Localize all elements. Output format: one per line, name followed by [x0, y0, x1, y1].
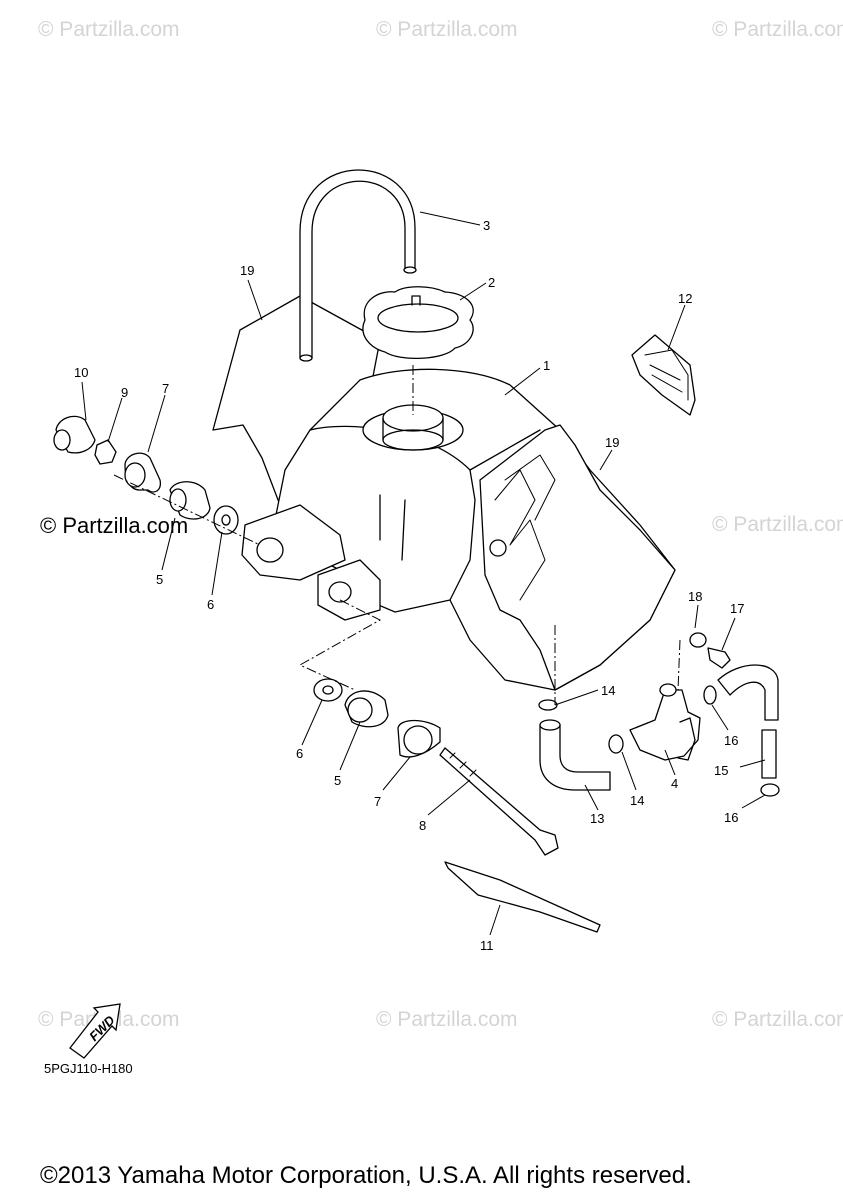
hex-nut — [94, 439, 117, 465]
callout-8: 8 — [419, 818, 426, 833]
callout-1: 1 — [543, 358, 550, 373]
hose — [717, 664, 779, 721]
callout-17: 17 — [730, 601, 744, 616]
copyright-notice: ©2013 Yamaha Motor Corporation, U.S.A. A… — [40, 1162, 692, 1189]
hose-clip-lower — [608, 734, 624, 754]
watermark: © Partzilla.com — [376, 1008, 518, 1031]
callout-6-lower: 6 — [296, 746, 303, 761]
washer-upper — [213, 505, 239, 535]
callout-19-right: 19 — [605, 435, 619, 450]
callout-19-left: 19 — [240, 263, 254, 278]
fwd-arrow-icon: FWD — [69, 1003, 121, 1059]
screw — [707, 647, 731, 669]
watermark: © Partzilla.com — [712, 513, 843, 536]
callout-9: 9 — [121, 385, 128, 400]
callout-16-upper: 16 — [724, 733, 738, 748]
watermark: © Partzilla.com — [712, 18, 843, 41]
callout-11: 11 — [480, 938, 494, 953]
callout-14-lower: 14 — [630, 793, 644, 808]
watermark: © Partzilla.com — [712, 1008, 843, 1031]
washer-small — [689, 632, 707, 648]
fuel-cap — [362, 286, 474, 360]
watermark-emphasized: © Partzilla.com — [40, 513, 189, 538]
callout-7-upper: 7 — [162, 381, 169, 396]
callout-5-lower: 5 — [334, 773, 341, 788]
bolt — [439, 747, 559, 856]
washer-lower — [313, 678, 343, 702]
hose-clamp-upper — [703, 685, 717, 705]
watermark: © Partzilla.com — [38, 18, 180, 41]
tank-decal-right — [479, 424, 676, 691]
hose-lower — [761, 729, 777, 779]
callout-15: 15 — [714, 763, 728, 778]
hose-clamp-lower — [760, 783, 780, 797]
fuel-hose-elbow — [539, 724, 611, 791]
callout-18: 18 — [688, 589, 702, 604]
callout-10: 10 — [74, 365, 88, 380]
hose-clip-upper — [538, 699, 558, 711]
fuel-cock — [629, 689, 701, 761]
tank-shroud-left — [212, 295, 381, 526]
callout-12: 12 — [678, 291, 692, 306]
watermark: © Partzilla.com — [376, 18, 518, 41]
callout-13: 13 — [590, 811, 604, 826]
callout-6-upper: 6 — [207, 597, 214, 612]
callout-4: 4 — [671, 776, 678, 791]
callout-2: 2 — [488, 275, 495, 290]
tank-strap — [444, 861, 601, 933]
callout-14-upper: 14 — [601, 683, 615, 698]
warning-label — [631, 334, 696, 416]
callout-3: 3 — [483, 218, 490, 233]
callout-16-lower: 16 — [724, 810, 738, 825]
diagram-code: 5PGJ110-H180 — [44, 1061, 133, 1076]
callout-5-upper: 5 — [156, 572, 163, 587]
callout-7-lower: 7 — [374, 794, 381, 809]
